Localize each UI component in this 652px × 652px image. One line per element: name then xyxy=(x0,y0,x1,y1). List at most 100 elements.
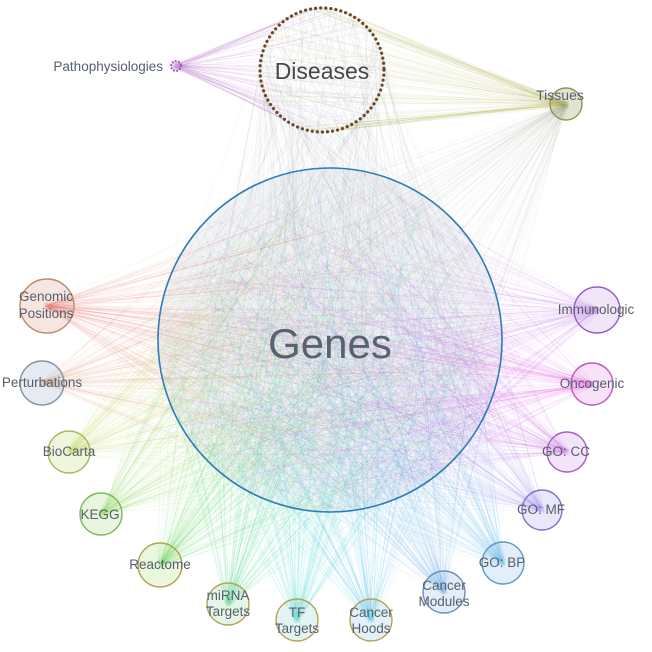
edge xyxy=(218,311,595,420)
edge xyxy=(368,242,430,618)
edge xyxy=(290,310,599,336)
node-kegg[interactable] xyxy=(79,492,123,536)
node-immunologic[interactable] xyxy=(573,286,621,334)
edge xyxy=(176,63,365,116)
node-genomic_positions[interactable] xyxy=(19,278,75,334)
edge xyxy=(295,307,600,311)
edge xyxy=(399,450,501,564)
edge xyxy=(308,246,541,513)
edge xyxy=(176,65,285,120)
edge xyxy=(187,103,569,256)
edge xyxy=(297,238,330,621)
edge xyxy=(359,269,596,309)
edge xyxy=(356,384,590,501)
node-cancer_hoods[interactable] xyxy=(349,598,393,642)
edge xyxy=(432,228,504,563)
labels-layer: GenesDiseasesPathophysiologiesTissuesGen… xyxy=(2,58,635,636)
edge xyxy=(174,66,373,106)
edge xyxy=(420,371,566,453)
node-cancer_modules[interactable] xyxy=(422,570,466,614)
node-mirna_targets[interactable] xyxy=(206,582,250,626)
edge-bundle-reactome-to-genes xyxy=(156,187,485,569)
edge xyxy=(229,129,339,401)
edge xyxy=(68,238,246,453)
node-genes[interactable] xyxy=(157,167,503,513)
edge-bundle-oncogenic-to-genes xyxy=(163,175,595,511)
edge xyxy=(437,368,506,562)
edge xyxy=(403,343,595,387)
edge xyxy=(398,364,590,387)
edge xyxy=(407,423,543,512)
edge xyxy=(441,384,483,590)
edge xyxy=(294,174,345,622)
edge xyxy=(401,329,505,565)
edge xyxy=(44,180,308,308)
edge xyxy=(380,49,565,102)
edge xyxy=(228,286,357,603)
edge xyxy=(294,364,434,619)
edge xyxy=(346,13,381,182)
edge xyxy=(346,308,600,489)
edge xyxy=(266,101,568,404)
edge xyxy=(317,131,370,200)
edge xyxy=(225,447,431,605)
edge xyxy=(335,205,447,593)
label-genes: Genes xyxy=(268,320,392,367)
edge xyxy=(294,381,352,619)
edge xyxy=(478,361,570,456)
edge xyxy=(161,261,198,568)
edge xyxy=(173,275,569,453)
edge xyxy=(358,380,593,465)
edge xyxy=(314,449,570,495)
edge xyxy=(221,11,303,326)
node-reactome[interactable] xyxy=(137,542,183,588)
edge xyxy=(362,206,505,566)
node-go_cc[interactable] xyxy=(546,431,588,473)
node-oncogenic[interactable] xyxy=(570,362,614,406)
edge xyxy=(298,360,467,620)
edge xyxy=(157,235,377,564)
edge xyxy=(103,342,342,515)
edge xyxy=(204,291,540,513)
node-biocarta[interactable] xyxy=(47,430,91,474)
edge xyxy=(40,219,235,382)
edge xyxy=(385,451,502,564)
edge xyxy=(189,15,353,437)
edge xyxy=(160,422,295,564)
edge xyxy=(221,290,227,602)
edge xyxy=(215,406,540,511)
edge xyxy=(225,200,425,606)
edge xyxy=(238,386,566,454)
edge xyxy=(228,256,440,604)
edge xyxy=(264,126,348,209)
edge xyxy=(249,372,446,594)
edge xyxy=(372,399,394,622)
node-pathophysiologies[interactable] xyxy=(170,60,182,72)
edge xyxy=(284,218,504,566)
node-tissues[interactable] xyxy=(549,87,583,121)
edge xyxy=(295,430,374,623)
edge xyxy=(308,9,402,284)
edge xyxy=(296,374,362,621)
node-go_bp[interactable] xyxy=(481,541,525,585)
edge xyxy=(227,271,453,604)
edge xyxy=(297,440,373,618)
edge xyxy=(297,292,366,620)
edge xyxy=(227,251,305,607)
edge xyxy=(160,455,332,567)
edge xyxy=(392,272,542,508)
edge xyxy=(43,254,230,381)
node-diseases[interactable] xyxy=(258,6,386,134)
node-go_mf[interactable] xyxy=(521,489,563,531)
edge xyxy=(368,272,598,309)
edge xyxy=(397,383,595,435)
edge xyxy=(248,473,296,620)
edge xyxy=(173,65,381,91)
edge xyxy=(266,41,311,272)
node-perturbations[interactable] xyxy=(19,360,65,406)
node-tf_targets[interactable] xyxy=(275,598,319,642)
edge xyxy=(217,246,298,623)
edge xyxy=(295,207,419,618)
edge xyxy=(48,304,361,375)
edge xyxy=(257,235,546,512)
